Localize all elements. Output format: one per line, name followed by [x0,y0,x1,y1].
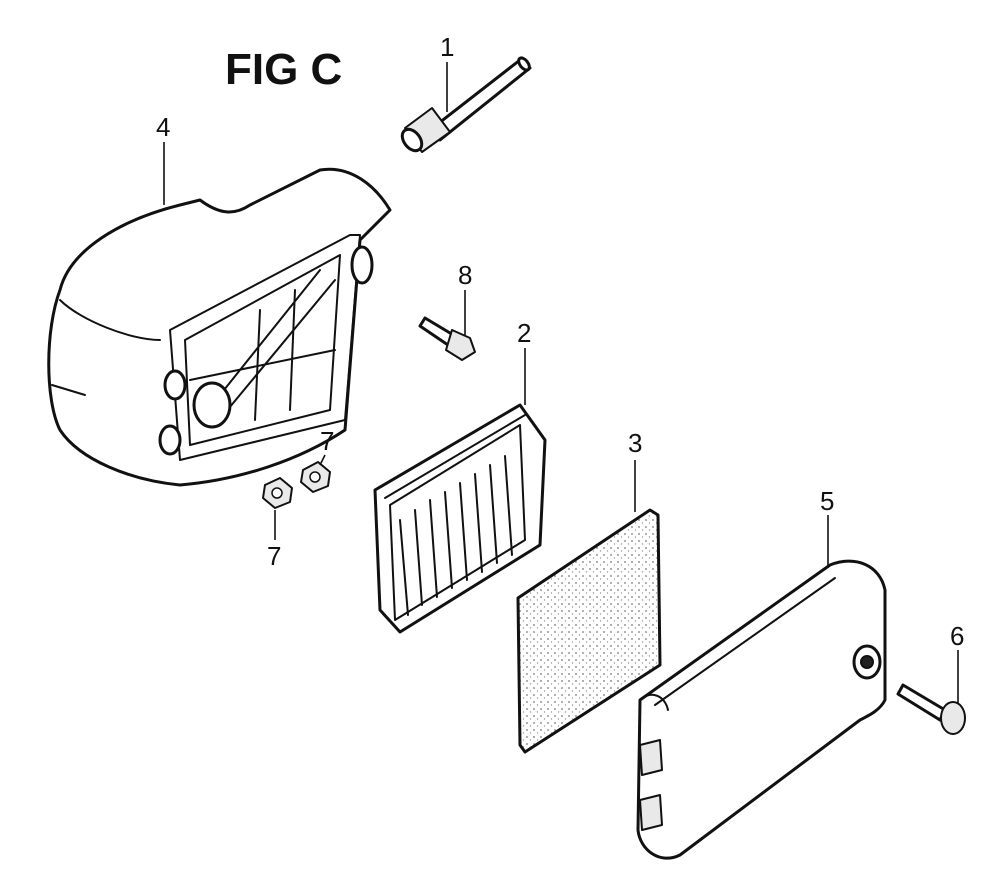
part-7-nut-a [262,477,293,509]
part-4-air-cleaner-case [47,167,392,487]
figure-title: FIG C [225,45,342,94]
part-8-bolt [418,316,476,361]
callout-8: 8 [458,260,472,290]
part-3-foam-prefilter [516,508,662,754]
callout-5: 5 [820,486,834,516]
callout-7-upper: 7 [320,426,334,456]
part-7-nut-b [300,461,331,493]
part-6-bolt [896,683,966,735]
callout-3: 3 [628,428,642,458]
part-2-filter-element [373,403,547,634]
callout-7-lower: 7 [267,541,281,571]
part-5-cover [636,559,887,860]
part-1-pin [400,56,532,153]
callout-2: 2 [517,318,531,348]
callout-6: 6 [950,621,964,651]
callout-4: 4 [156,112,170,142]
callout-1: 1 [440,32,454,62]
